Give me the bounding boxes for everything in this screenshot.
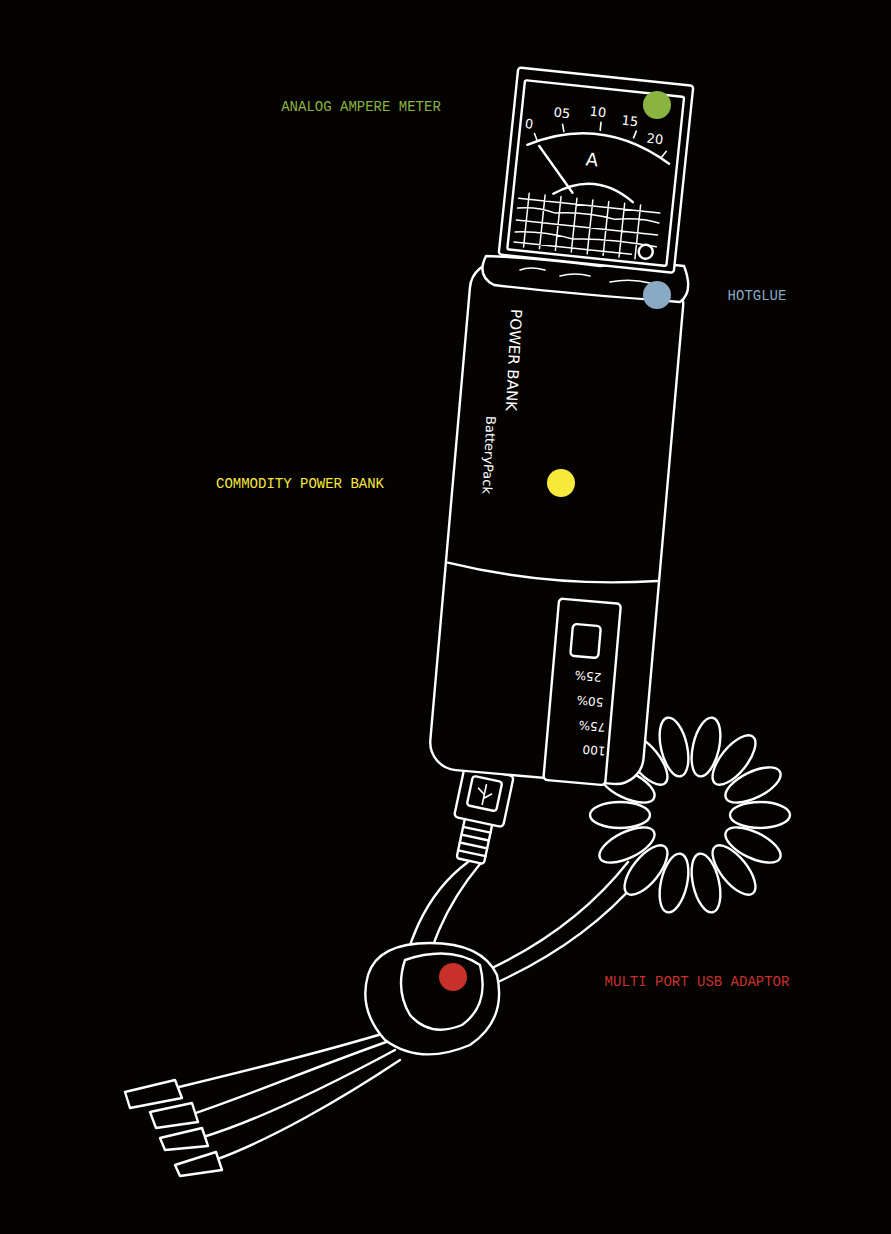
product-print: POWER BANK bbox=[503, 309, 523, 412]
scale-number: 10 bbox=[589, 105, 607, 120]
plug-tip bbox=[160, 1128, 208, 1150]
callout-label: ANALOG AMPERE METER bbox=[281, 100, 441, 114]
cable bbox=[215, 1060, 400, 1160]
unit-symbol: A bbox=[585, 150, 599, 169]
charge-level: 75% bbox=[578, 719, 606, 733]
illustration-lines bbox=[125, 67, 790, 1176]
callout-label: COMMODITY POWER BANK bbox=[216, 477, 384, 491]
marker-dot bbox=[643, 281, 671, 309]
cable bbox=[200, 1050, 395, 1138]
cable bbox=[492, 862, 628, 968]
product-print: BatteryPack bbox=[480, 416, 497, 495]
cable bbox=[190, 1040, 392, 1115]
charge-level: 25% bbox=[574, 669, 602, 683]
marker-dot bbox=[643, 91, 671, 119]
usb-plug bbox=[446, 766, 514, 866]
adaptor-face bbox=[401, 954, 483, 1030]
plug-tip bbox=[125, 1080, 182, 1108]
plug-tip bbox=[150, 1103, 198, 1128]
charge-level: 50% bbox=[576, 694, 604, 708]
scale-number: 15 bbox=[621, 114, 639, 129]
callout-label: HOTGLUE bbox=[728, 289, 787, 303]
callout-label: MULTI PORT USB ADAPTOR bbox=[605, 975, 790, 989]
scale-number: 05 bbox=[553, 106, 571, 121]
cable bbox=[498, 878, 640, 982]
plug-tip bbox=[175, 1152, 222, 1176]
scale-number: 0 bbox=[524, 117, 534, 131]
scale-number: 20 bbox=[646, 132, 664, 147]
charge-level: 100 bbox=[582, 743, 606, 757]
power-bank bbox=[428, 260, 686, 789]
ampere-meter bbox=[499, 67, 694, 272]
marker-dot bbox=[439, 963, 467, 991]
marker-dot bbox=[547, 469, 575, 497]
glue-texture bbox=[520, 268, 650, 283]
usb-adaptor bbox=[365, 943, 499, 1054]
